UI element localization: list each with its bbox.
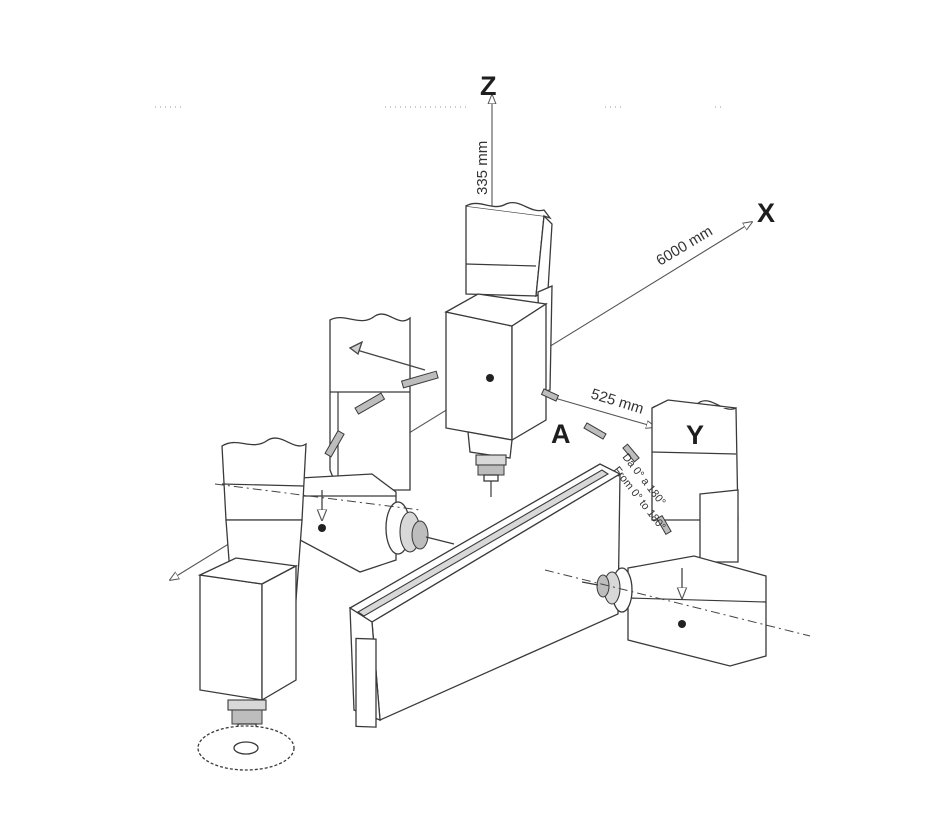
aluminum-profile-workpiece: [348, 463, 622, 728]
y-axis-label: Y: [686, 420, 704, 450]
right-aggregate: [581, 399, 767, 667]
right-centerline: [544, 569, 811, 637]
center-spindle-head: [444, 202, 553, 497]
a-axis-label: A: [551, 419, 571, 449]
x-travel-dimension: 6000 mm: [653, 223, 715, 270]
left-saw-aggregate: [197, 437, 307, 771]
x-axis-label: X: [757, 198, 775, 228]
z-axis-label: Z: [480, 71, 497, 101]
y-travel-dimension: 525 mm: [589, 386, 646, 418]
left-back-aggregate: [299, 313, 455, 573]
z-travel-dimension: 335 mm: [474, 141, 491, 195]
left-centerline: [214, 483, 421, 511]
a-axis-rotation-arc: [540, 388, 672, 535]
